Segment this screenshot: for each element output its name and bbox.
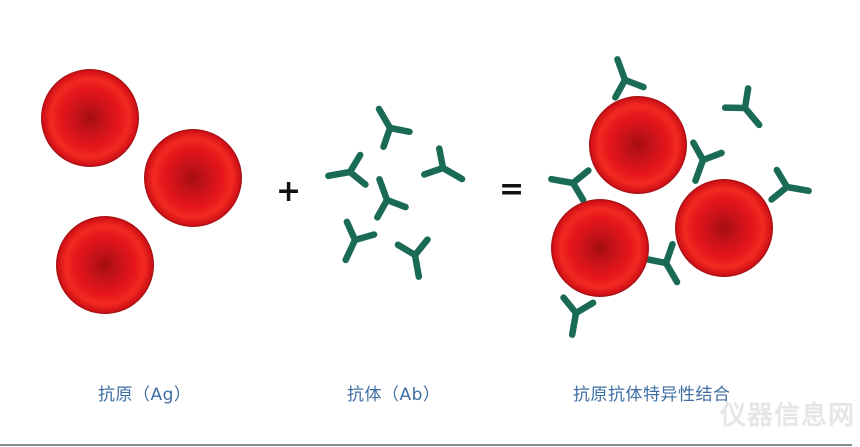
antibody-icon (375, 105, 413, 151)
antibody-label: 抗体（Ab） (347, 385, 441, 405)
free-antibodies-group (325, 105, 466, 280)
bound-antibody-icon (690, 139, 725, 184)
watermark-logo: 仪器信息网 (720, 401, 856, 431)
bound-antibody-icon (721, 85, 763, 129)
plus-operator: + (276, 174, 302, 209)
bound-antibody-icon (643, 240, 681, 286)
antibody-icon (325, 151, 369, 188)
antigen-cell (41, 69, 139, 167)
antibody-icon (394, 236, 431, 280)
antigen-cell (144, 129, 242, 227)
bound-antigen-cell (551, 199, 649, 297)
bound-antibody-icon (612, 56, 647, 101)
antigen-cell (56, 216, 154, 314)
antibody-icon (420, 145, 466, 183)
bound-antibody-icon (560, 294, 597, 338)
bound-antibody-icon (548, 167, 592, 204)
antigen-label: 抗原（Ag） (98, 385, 192, 405)
antibody-icon (342, 218, 378, 264)
antigen-cells-group (41, 69, 242, 314)
antibody-icon (374, 176, 409, 221)
bound-cells-group (551, 96, 773, 297)
equals-operator: = (499, 172, 525, 207)
bound-antibody-icon (768, 166, 812, 203)
bottom-divider (0, 444, 852, 446)
bound-antigen-cell (589, 96, 687, 194)
bound-antibodies-group (548, 56, 812, 338)
binding-label: 抗原抗体特异性结合 (573, 385, 731, 405)
bound-antigen-cell (675, 179, 773, 277)
